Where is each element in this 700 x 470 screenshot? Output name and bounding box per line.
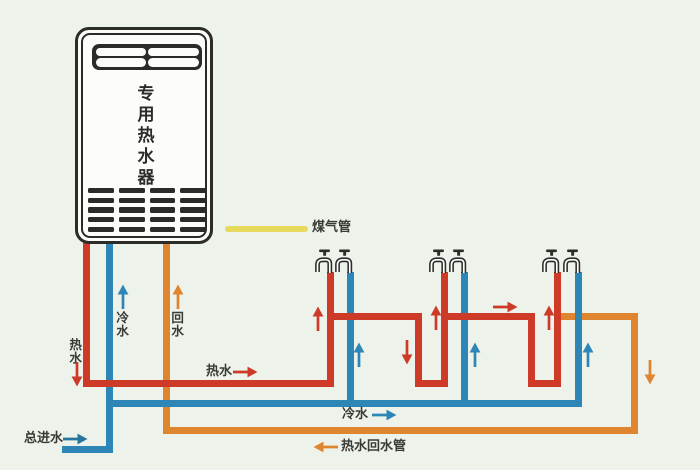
pipe-cold-riser-2: [460, 272, 468, 407]
flow-arrow-up-icon: [468, 342, 482, 368]
pipe-hot-riser-1: [326, 272, 334, 387]
grille-bar: [149, 217, 176, 223]
pipe-main-inlet: [62, 445, 113, 453]
grille-bar: [118, 197, 145, 203]
flow-arrow-up-icon: [311, 306, 325, 332]
heater-top-vent: [92, 44, 202, 70]
grille-bar: [149, 207, 176, 213]
cold-water-main-label: 冷水: [342, 407, 369, 422]
pipe-cold-main: [105, 399, 582, 407]
flow-arrow-right-icon: [232, 365, 258, 379]
flow-arrow-up-icon: [542, 305, 556, 331]
pipe-cold-heater-drop: [105, 243, 113, 453]
cold-water-label-vertical: 冷水: [114, 311, 130, 338]
flow-arrow-up-icon: [352, 342, 366, 368]
grille-bar: [180, 207, 206, 213]
grille-bar: [149, 197, 176, 203]
grille-bar: [180, 226, 206, 232]
grille-bar: [88, 226, 114, 232]
pipe-hot-upper-b: [440, 312, 535, 320]
pipe-hot-dip-b: [527, 379, 561, 387]
pipe-hot-riser-2: [440, 272, 448, 387]
water-heater: 专用热水器: [75, 27, 213, 244]
faucet-icon-hot-2: [428, 249, 449, 273]
flow-arrow-right-icon: [492, 300, 518, 314]
flow-arrow-left-icon: [313, 440, 339, 454]
pipe-return-right-drop: [630, 312, 638, 434]
pipe-hot-riser-3: [553, 272, 561, 387]
hot-water-main-label: 热水: [206, 364, 233, 379]
heater-inner-panel: [81, 33, 207, 238]
faucet-icon-cold-1: [334, 249, 355, 273]
grille-bar: [118, 217, 145, 223]
grille-bar: [180, 188, 206, 194]
pipe-cold-riser-1: [346, 272, 354, 407]
grille-bar: [88, 207, 114, 213]
pipe-cold-riser-3: [574, 272, 582, 407]
pipe-return-heater-drop: [162, 243, 170, 434]
flow-arrow-up-icon: [429, 305, 443, 331]
grille-bar: [180, 217, 206, 223]
flow-arrow-right-icon: [371, 408, 397, 422]
pipe-hot-heater-drop: [82, 243, 90, 387]
pipe-return-bottom-run: [162, 426, 638, 434]
vent-slot: [95, 47, 146, 56]
main-inlet-label: 总进水: [24, 431, 64, 446]
heater-label: 专用热水器: [133, 84, 154, 189]
faucet-icon-cold-3: [562, 249, 583, 273]
gas-pipe-label: 煤气管: [312, 220, 352, 235]
grille-bar: [118, 207, 145, 213]
faucet-icon-hot-1: [314, 249, 335, 273]
grille-bar: [149, 226, 176, 232]
grille-bar: [149, 188, 176, 194]
flow-arrow-down-icon: [400, 339, 414, 365]
hot-water-label-vertical: 热水: [67, 338, 83, 365]
flow-arrow-up-icon: [171, 284, 185, 310]
vent-slot: [148, 47, 199, 56]
flow-arrow-up-icon: [581, 342, 595, 368]
grille-bar: [88, 197, 114, 203]
flow-arrow-down-icon: [70, 361, 84, 387]
flow-arrow-down-icon: [643, 359, 657, 385]
faucet-icon-cold-2: [448, 249, 469, 273]
grille-bar: [88, 217, 114, 223]
flow-arrow-up-icon: [116, 284, 130, 310]
pipe-hot-main: [82, 379, 334, 387]
faucet-icon-hot-3: [541, 249, 562, 273]
grille-bar: [118, 226, 145, 232]
pipe-hot-drop-b: [527, 312, 535, 387]
pipe-hot-drop-a: [414, 312, 422, 387]
pipe-return-top-run: [557, 312, 638, 320]
pipe-hot-upper-a: [326, 312, 422, 320]
flow-arrow-right-icon: [62, 432, 88, 446]
pipe-hot-dip-a: [414, 379, 448, 387]
grille-bar: [180, 197, 206, 203]
vent-slot: [148, 58, 199, 67]
heater-bottom-grille: [88, 188, 206, 232]
pipe-gas: [225, 225, 308, 232]
vent-slot: [95, 58, 146, 67]
return-water-label-vertical: 回水: [169, 311, 185, 338]
grille-bar: [118, 188, 145, 194]
grille-bar: [88, 188, 114, 194]
hot-water-return-label: 热水回水管: [341, 439, 407, 454]
